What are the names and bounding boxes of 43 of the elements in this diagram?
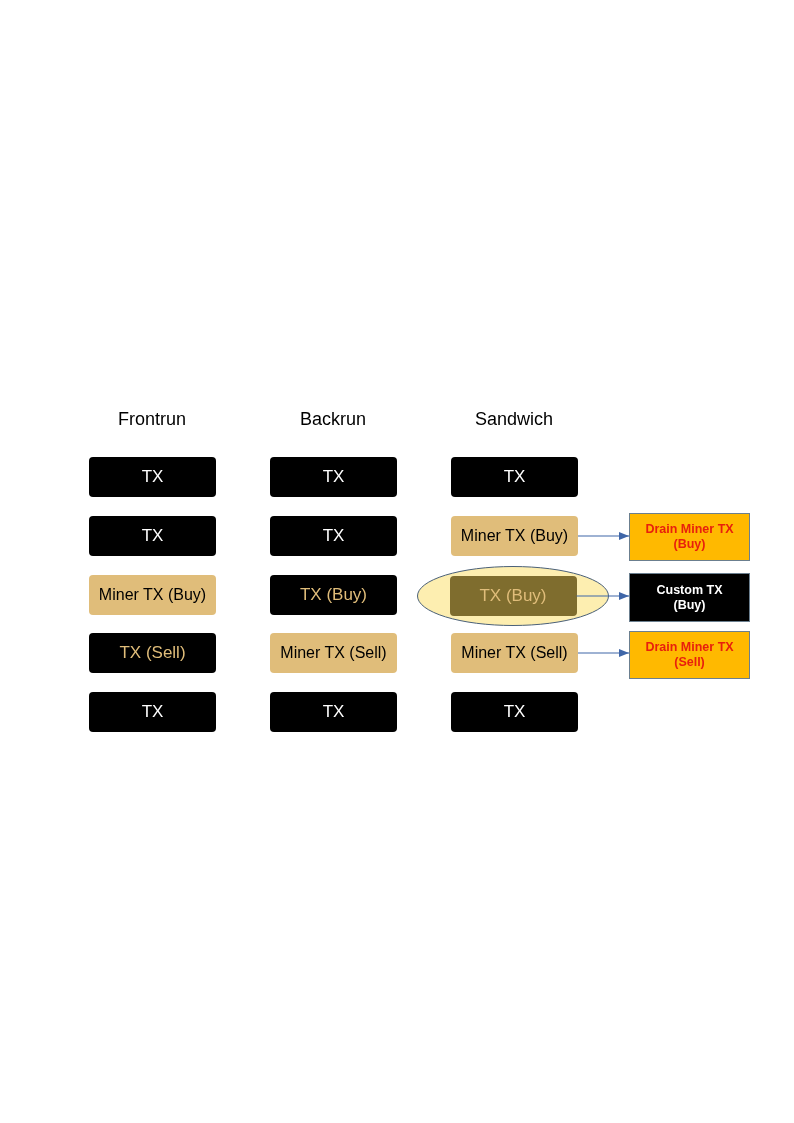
action-box (629, 631, 750, 679)
transaction-box (270, 575, 397, 615)
box-label: TX (Buy) (298, 584, 369, 607)
box-label: Miner TX (Sell) (279, 643, 388, 663)
box-label: Custom TX (Buy) (655, 582, 724, 613)
transaction-box (270, 516, 397, 556)
box-label: Miner TX (Buy) (459, 526, 570, 546)
column-heading: Backrun (300, 408, 366, 431)
transaction-box (451, 516, 578, 556)
transaction-box (89, 633, 216, 673)
transaction-box (451, 457, 578, 497)
column-heading: Sandwich (475, 408, 553, 431)
arrow (577, 649, 630, 657)
action-box (629, 573, 750, 622)
box-label: TX (140, 466, 165, 489)
box-label: TX (321, 525, 346, 548)
transaction-box (89, 457, 216, 497)
transaction-box (449, 576, 577, 616)
highlight-ellipse (417, 566, 609, 626)
arrow (577, 532, 630, 540)
box-label: Drain Miner TX (Sell) (644, 640, 735, 670)
box-label: TX (502, 701, 527, 724)
column-heading: Frontrun (118, 408, 186, 431)
box-label: TX (502, 466, 527, 489)
box-label: TX (Buy) (478, 585, 548, 608)
transaction-box (451, 692, 578, 732)
box-label: Miner TX (Sell) (460, 643, 569, 663)
action-box (629, 513, 750, 561)
box-label: TX (321, 701, 346, 724)
transaction-box (89, 575, 216, 615)
transaction-box (89, 692, 216, 732)
transaction-box (270, 457, 397, 497)
transaction-box (451, 633, 578, 673)
arrow (575, 592, 630, 600)
transaction-box (270, 633, 397, 673)
transaction-box (270, 692, 397, 732)
box-label: TX (140, 701, 165, 724)
box-label: Drain Miner TX (Buy) (644, 522, 735, 552)
box-label: TX (140, 525, 165, 548)
box-label: Miner TX (Buy) (97, 585, 208, 605)
box-label: TX (321, 466, 346, 489)
transaction-box (89, 516, 216, 556)
box-label: TX (Sell) (118, 642, 187, 665)
